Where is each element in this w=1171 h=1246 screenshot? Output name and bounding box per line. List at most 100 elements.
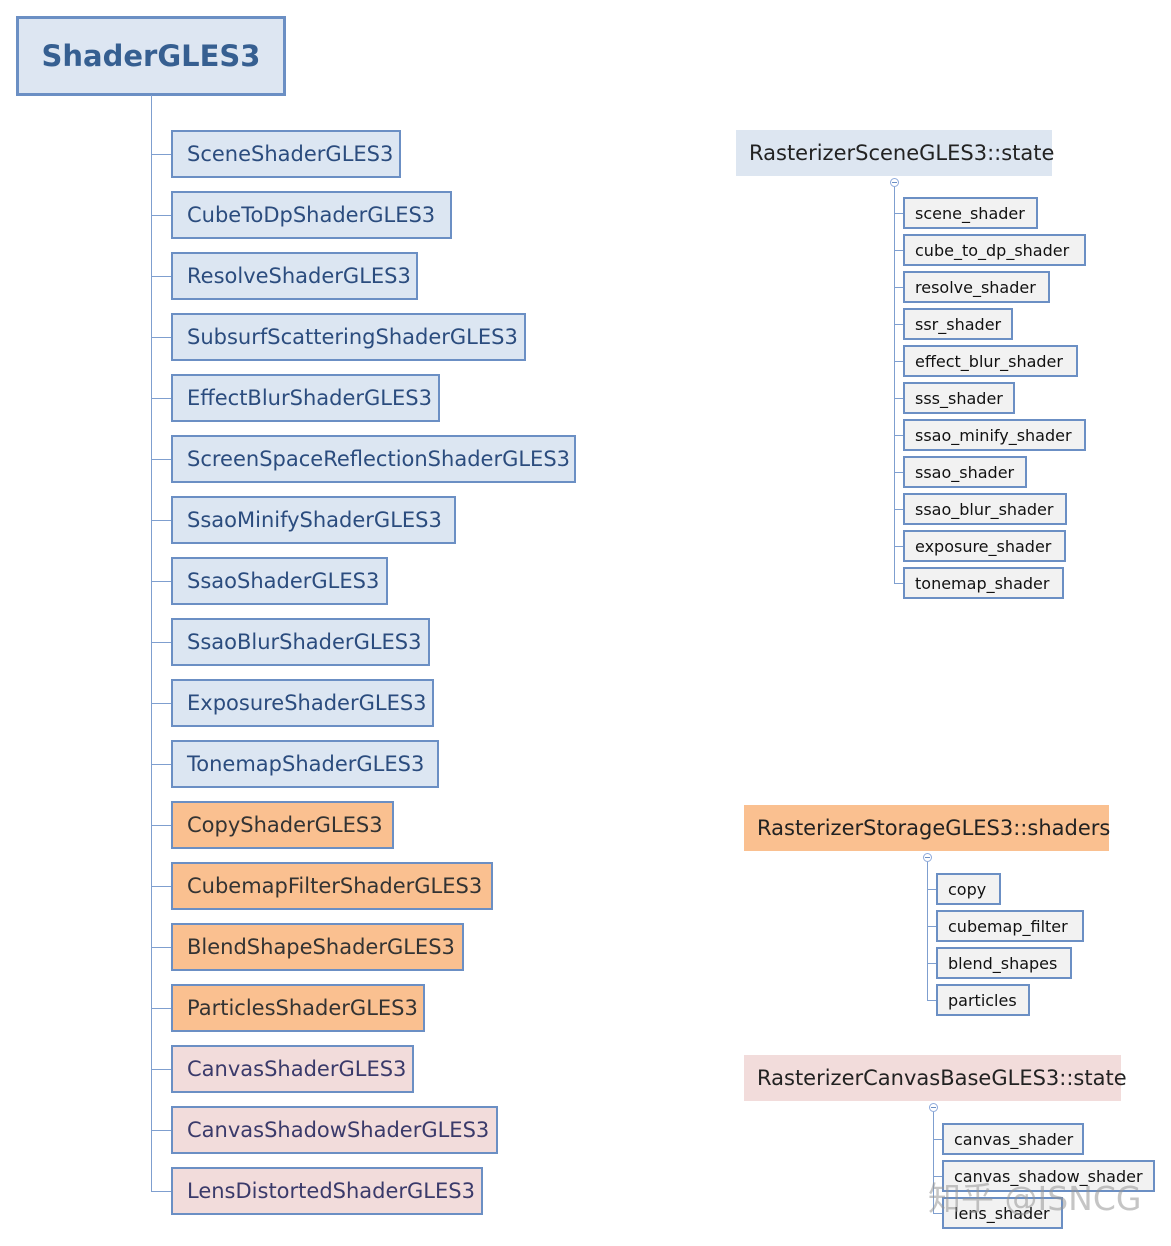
- shader-node[interactable]: ExposureShaderGLES3: [171, 679, 434, 727]
- shader-node[interactable]: ParticlesShaderGLES3: [171, 984, 425, 1032]
- shader-node-label: BlendShapeShaderGLES3: [187, 935, 455, 959]
- collapse-toggle-icon[interactable]: [890, 178, 899, 187]
- shader-node-label: SceneShaderGLES3: [187, 142, 394, 166]
- shader-node-label: ResolveShaderGLES3: [187, 264, 411, 288]
- shader-node-label: CanvasShaderGLES3: [187, 1057, 407, 1081]
- collapse-toggle-icon[interactable]: [923, 853, 932, 862]
- group-item-label: canvas_shadow_shader: [954, 1166, 1143, 1186]
- group-item[interactable]: ssr_shader: [903, 308, 1013, 340]
- group-item[interactable]: lens_shader: [942, 1197, 1063, 1229]
- group-item[interactable]: blend_shapes: [936, 947, 1072, 979]
- group-item-label: scene_shader: [915, 203, 1025, 223]
- root-node[interactable]: ShaderGLES3: [16, 16, 286, 96]
- main-trunk-line: [151, 95, 152, 1192]
- group-item-label: cubemap_filter: [948, 916, 1068, 936]
- connector-line: [933, 1176, 942, 1177]
- shader-node-label: CanvasShadowShaderGLES3: [187, 1118, 490, 1142]
- connector-line: [152, 215, 171, 216]
- shader-node-label: SsaoMinifyShaderGLES3: [187, 508, 442, 532]
- shader-node[interactable]: SsaoMinifyShaderGLES3: [171, 496, 456, 544]
- shader-node[interactable]: CopyShaderGLES3: [171, 801, 394, 849]
- shader-node-label: SsaoShaderGLES3: [187, 569, 380, 593]
- group-title: RasterizerCanvasBaseGLES3::state: [757, 1066, 1127, 1090]
- shader-node[interactable]: CubemapFilterShaderGLES3: [171, 862, 493, 910]
- shader-node-label: EffectBlurShaderGLES3: [187, 386, 432, 410]
- group-item[interactable]: resolve_shader: [903, 271, 1050, 303]
- group-item[interactable]: ssao_blur_shader: [903, 493, 1067, 525]
- group-item-label: sss_shader: [915, 388, 1003, 408]
- shader-node-label: CopyShaderGLES3: [187, 813, 383, 837]
- connector-line: [152, 1069, 171, 1070]
- connector-line: [894, 583, 903, 584]
- group-item-label: copy: [948, 879, 987, 899]
- group-item[interactable]: scene_shader: [903, 197, 1038, 229]
- group-header-storage[interactable]: RasterizerStorageGLES3::shaders: [744, 805, 1110, 851]
- shader-node[interactable]: SsaoShaderGLES3: [171, 557, 388, 605]
- connector-line: [894, 287, 903, 288]
- group-header-canvas[interactable]: RasterizerCanvasBaseGLES3::state: [744, 1055, 1127, 1101]
- group-item[interactable]: particles: [936, 984, 1030, 1016]
- group-trunk-line: [894, 187, 895, 583]
- group-item[interactable]: effect_blur_shader: [903, 345, 1078, 377]
- group-trunk-line: [933, 1112, 934, 1213]
- group-item[interactable]: cube_to_dp_shader: [903, 234, 1086, 266]
- shader-node[interactable]: ScreenSpaceReflectionShaderGLES3: [171, 435, 576, 483]
- shader-node[interactable]: CanvasShadowShaderGLES3: [171, 1106, 498, 1154]
- shader-node[interactable]: SubsurfScatteringShaderGLES3: [171, 313, 526, 361]
- connector-line: [152, 1008, 171, 1009]
- root-label: ShaderGLES3: [41, 39, 261, 73]
- group-item[interactable]: ssao_minify_shader: [903, 419, 1086, 451]
- group-item[interactable]: exposure_shader: [903, 530, 1066, 562]
- shader-node-label: SubsurfScatteringShaderGLES3: [187, 325, 518, 349]
- group-item-label: cube_to_dp_shader: [915, 240, 1070, 260]
- shader-node[interactable]: BlendShapeShaderGLES3: [171, 923, 464, 971]
- connector-line: [894, 361, 903, 362]
- group-item-label: ssao_shader: [915, 462, 1015, 482]
- shader-node[interactable]: SceneShaderGLES3: [171, 130, 401, 178]
- connector-line: [152, 459, 171, 460]
- connector-line: [933, 1139, 942, 1140]
- shader-node-label: TonemapShaderGLES3: [187, 752, 425, 776]
- shader-node[interactable]: TonemapShaderGLES3: [171, 740, 439, 788]
- group-title: RasterizerSceneGLES3::state: [749, 141, 1055, 165]
- collapse-toggle-icon[interactable]: [929, 1103, 938, 1112]
- connector-line: [927, 926, 936, 927]
- connector-line: [152, 520, 171, 521]
- shader-node-label: ParticlesShaderGLES3: [187, 996, 418, 1020]
- connector-line: [152, 642, 171, 643]
- group-item[interactable]: canvas_shadow_shader: [942, 1160, 1155, 1192]
- group-item[interactable]: ssao_shader: [903, 456, 1027, 488]
- shader-node[interactable]: LensDistortedShaderGLES3: [171, 1167, 483, 1215]
- connector-line: [152, 947, 171, 948]
- group-item-label: blend_shapes: [948, 953, 1058, 973]
- connector-line: [894, 509, 903, 510]
- shader-node[interactable]: CanvasShaderGLES3: [171, 1045, 414, 1093]
- connector-line: [933, 1213, 942, 1214]
- shader-node[interactable]: SsaoBlurShaderGLES3: [171, 618, 430, 666]
- connector-line: [152, 337, 171, 338]
- shader-node[interactable]: ResolveShaderGLES3: [171, 252, 418, 300]
- connector-line: [894, 472, 903, 473]
- group-item[interactable]: canvas_shader: [942, 1123, 1084, 1155]
- connector-line: [927, 963, 936, 964]
- group-item[interactable]: cubemap_filter: [936, 910, 1084, 942]
- group-header-scene[interactable]: RasterizerSceneGLES3::state: [736, 130, 1055, 176]
- shader-node[interactable]: EffectBlurShaderGLES3: [171, 374, 440, 422]
- connector-line: [152, 581, 171, 582]
- connector-line: [152, 1191, 171, 1192]
- group-item-label: resolve_shader: [915, 277, 1036, 297]
- group-trunk-line: [927, 862, 928, 1000]
- shader-node-label: CubeToDpShaderGLES3: [187, 203, 436, 227]
- shader-node-label: LensDistortedShaderGLES3: [187, 1179, 475, 1203]
- group-item-label: ssr_shader: [915, 314, 1002, 334]
- connector-line: [894, 546, 903, 547]
- group-item[interactable]: tonemap_shader: [903, 567, 1064, 599]
- connector-line: [152, 703, 171, 704]
- group-item[interactable]: sss_shader: [903, 382, 1015, 414]
- shader-node[interactable]: CubeToDpShaderGLES3: [171, 191, 452, 239]
- connector-line: [894, 398, 903, 399]
- connector-line: [152, 1130, 171, 1131]
- connector-line: [927, 1000, 936, 1001]
- group-item-label: exposure_shader: [915, 536, 1052, 556]
- group-item[interactable]: copy: [936, 873, 1001, 905]
